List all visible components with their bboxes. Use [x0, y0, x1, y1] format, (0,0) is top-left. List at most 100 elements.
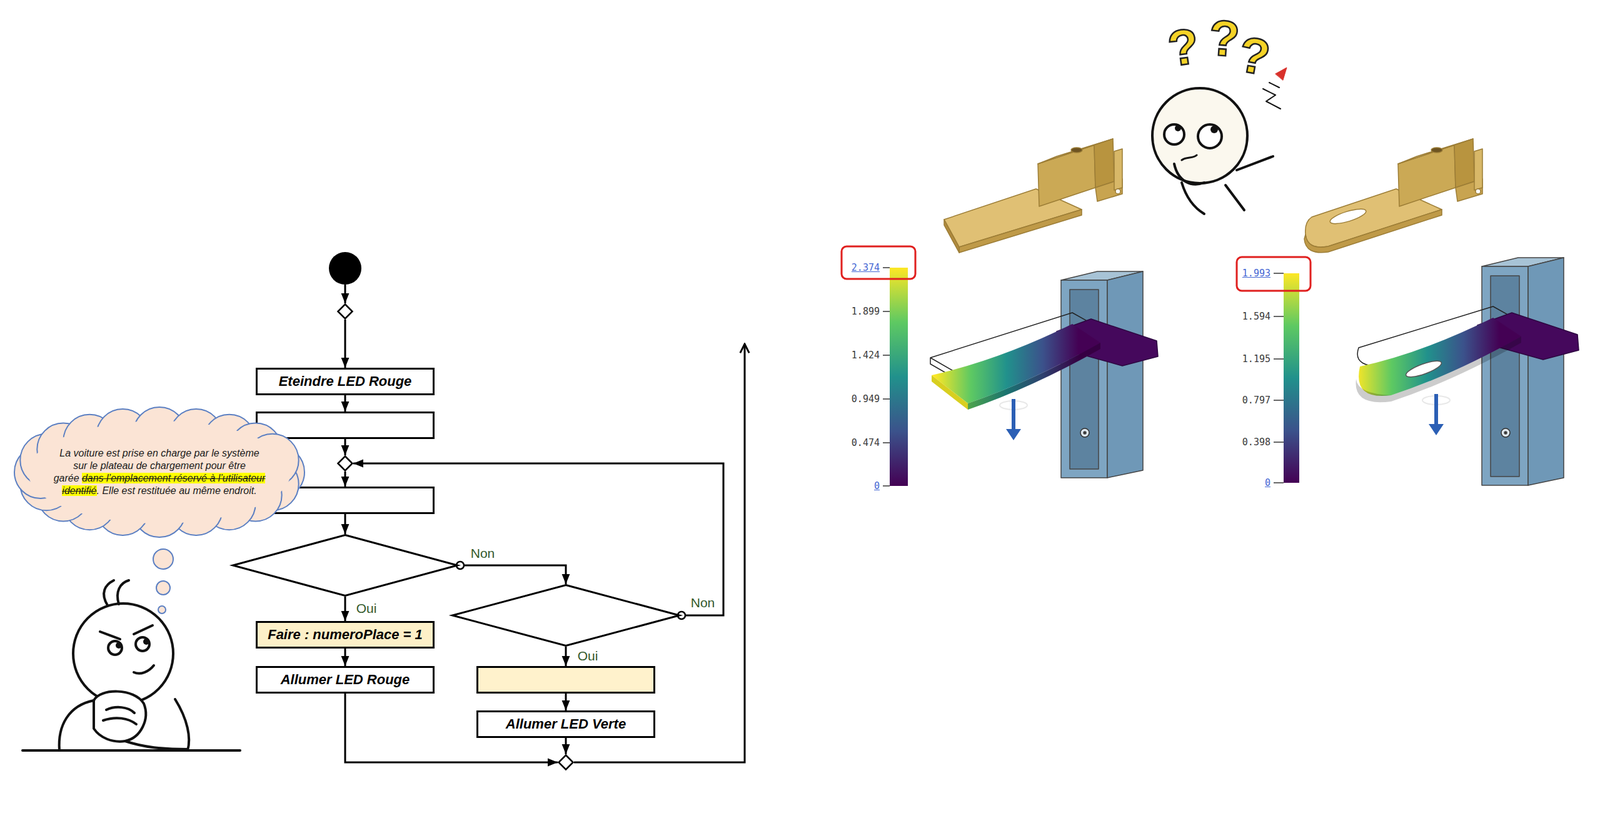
scale-value: 0.474 [851, 437, 880, 449]
part-flat [1094, 138, 1115, 188]
puzzled-head [1197, 124, 1222, 149]
thinking-person [135, 637, 150, 651]
puzzled-head [1152, 67, 1287, 214]
fea-render [1501, 428, 1510, 438]
fea-render [967, 342, 1101, 410]
thought-bubble [156, 580, 171, 595]
scale-value: 2.374 [851, 261, 880, 274]
fea-render [1404, 357, 1444, 381]
part-flat [1115, 188, 1121, 194]
color-scale [1273, 399, 1284, 401]
flow-connector [344, 438, 347, 456]
fea-render [1080, 428, 1090, 438]
thinking-person [22, 749, 241, 752]
thought-cloud: La voiture est prise en charge par le sy… [12, 406, 307, 538]
color-scale [882, 310, 890, 312]
diamond-outline [233, 535, 458, 596]
color-scale [882, 485, 890, 487]
box-label: Eteindre LED Rouge [278, 373, 413, 389]
part-with-hole [1304, 209, 1442, 253]
fea-render [1528, 257, 1564, 486]
puzzled-head [1181, 155, 1197, 161]
fea-render [1490, 275, 1520, 477]
note-text: . Elle est restituée au même endroit. [96, 485, 257, 496]
diamond-outline [452, 585, 680, 646]
diamond-outline [338, 456, 353, 471]
process-box: Eteindre LED Rouge [255, 367, 435, 396]
fea-render [1428, 423, 1444, 436]
scale-value: 1.993 [1242, 267, 1271, 279]
puzzled-head [1225, 185, 1245, 211]
diamond-outline [338, 304, 353, 319]
thought-bubble [158, 605, 166, 614]
color-scale [882, 398, 890, 400]
scale-value: 1.594 [1242, 310, 1271, 323]
fea-render [1006, 428, 1022, 441]
thinking-person [115, 642, 122, 649]
thinking-person [103, 580, 114, 606]
scale-value: 1.195 [1242, 353, 1271, 365]
fea-render [1069, 289, 1099, 469]
question-mark: ? [1234, 25, 1275, 87]
thinking-person [106, 707, 135, 713]
thought-bubble [153, 548, 174, 569]
fea-render [1355, 257, 1579, 486]
text-block: La voiture est prise en charge par le sy… [53, 447, 266, 498]
color-scale [1273, 315, 1284, 317]
fea-render [1434, 393, 1439, 426]
scale-value: 0 [1264, 477, 1271, 489]
color-scale [882, 442, 890, 444]
thought-bubble [153, 548, 174, 614]
thinking-person [125, 740, 188, 750]
part-flat [944, 219, 960, 253]
box-label: Allumer LED Rouge [280, 671, 411, 688]
scale-value: 0.797 [1242, 394, 1271, 406]
puzzled-head [1262, 88, 1281, 109]
flow-connector [565, 737, 568, 755]
part-with-hole [1474, 148, 1483, 191]
thinking-person [103, 717, 137, 725]
fea-render [1504, 431, 1507, 434]
branch-label: Non [468, 545, 498, 561]
puzzled-head [1164, 124, 1185, 145]
puzzled-head [1210, 125, 1218, 134]
color-scale [841, 246, 916, 486]
puzzled-head [1152, 88, 1248, 184]
fea-render [1481, 266, 1529, 486]
color-scale [1236, 256, 1311, 483]
flow-connector [565, 693, 568, 711]
text-block: Faire : numeroPlace = 1 [267, 626, 423, 643]
box-label: Allumer LED Verte [505, 715, 626, 732]
puzzled-head [1174, 125, 1182, 132]
thinking-person [143, 638, 150, 645]
part-with-hole [1431, 147, 1443, 153]
puzzled-head [1181, 182, 1205, 214]
thinking-person [93, 691, 146, 742]
scale-value: 0.949 [851, 393, 880, 405]
diamond-outline [231, 533, 459, 597]
flow-connector [344, 395, 347, 412]
branch-label: Oui [354, 600, 379, 616]
color-scale [1273, 482, 1284, 484]
fea-render [931, 323, 1101, 404]
color-scale [1273, 273, 1284, 483]
color-scale [882, 266, 890, 269]
merge-diamond [557, 754, 574, 771]
thinking-person [117, 580, 129, 604]
thinking-person [59, 700, 94, 751]
process-box: Allumer LED Verte [476, 710, 656, 738]
process-box [476, 665, 656, 694]
puzzled-head [1269, 82, 1280, 88]
question-mark: ? [1164, 16, 1203, 79]
diamond-outline [558, 755, 574, 770]
start-node [328, 251, 362, 285]
thinking-person [73, 603, 174, 704]
color-scale [1283, 273, 1300, 483]
scale-value: 0 [874, 480, 880, 492]
flow-connector [344, 648, 347, 666]
color-scale [882, 354, 890, 356]
diamond-outline [337, 303, 354, 320]
flow-connector [344, 471, 347, 487]
